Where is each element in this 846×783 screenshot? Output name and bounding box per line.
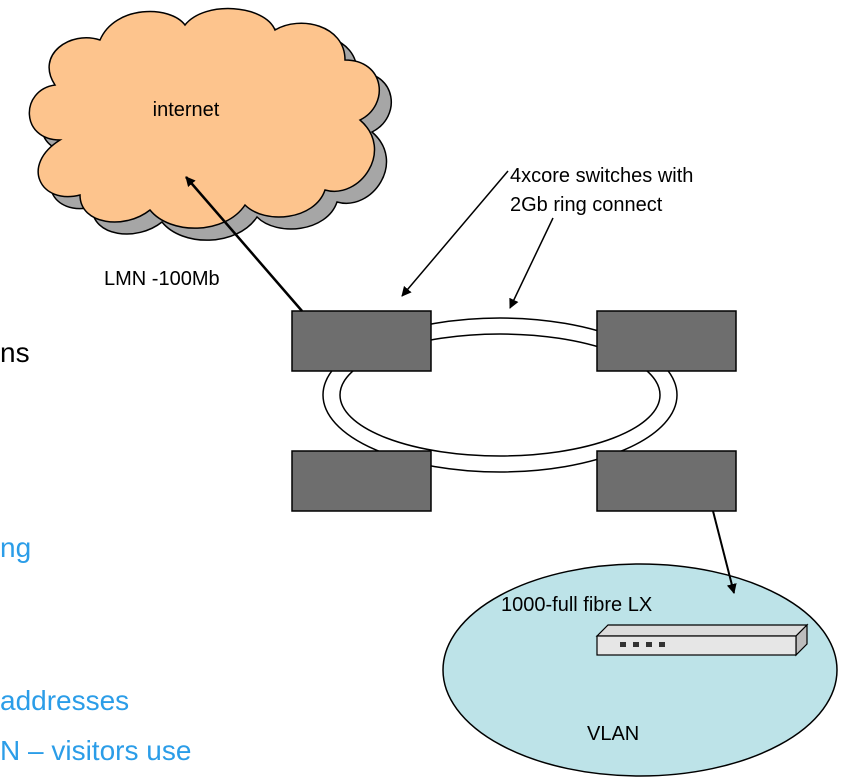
- cloud-label: internet: [153, 99, 220, 121]
- uplink-label: LMN -100Mb: [104, 268, 220, 290]
- core-label-line1: 4xcore switches with: [510, 165, 693, 187]
- core-pointer-switch: [401, 170, 509, 297]
- core-switch-top-left: [291, 310, 432, 372]
- vlan-label: VLAN: [587, 723, 639, 745]
- vlan-area: 1000-full fibre LX VLAN: [442, 563, 838, 777]
- core-label-line2: 2Gb ring connect: [510, 194, 663, 216]
- internet-cloud: internet: [28, 7, 380, 229]
- core-switches: [291, 310, 737, 512]
- uplink-arrow: [185, 176, 303, 312]
- ring-connection: [322, 317, 678, 473]
- fibre-arrow: [712, 510, 737, 594]
- slide-text-black: ns: [0, 337, 30, 368]
- core-switch-bottom-left: [291, 450, 432, 512]
- slide-text-blue-1: ng: [0, 532, 31, 563]
- slide-text-blue-3: N – visitors use: [0, 735, 191, 766]
- core-pointer-ring: [509, 217, 554, 309]
- core-switch-top-right: [596, 310, 737, 372]
- core-switch-bottom-right: [596, 450, 737, 512]
- network-switch-icon: [595, 623, 809, 657]
- fibre-label: 1000-full fibre LX: [501, 594, 652, 616]
- slide-text-blue-2: addresses: [0, 685, 129, 716]
